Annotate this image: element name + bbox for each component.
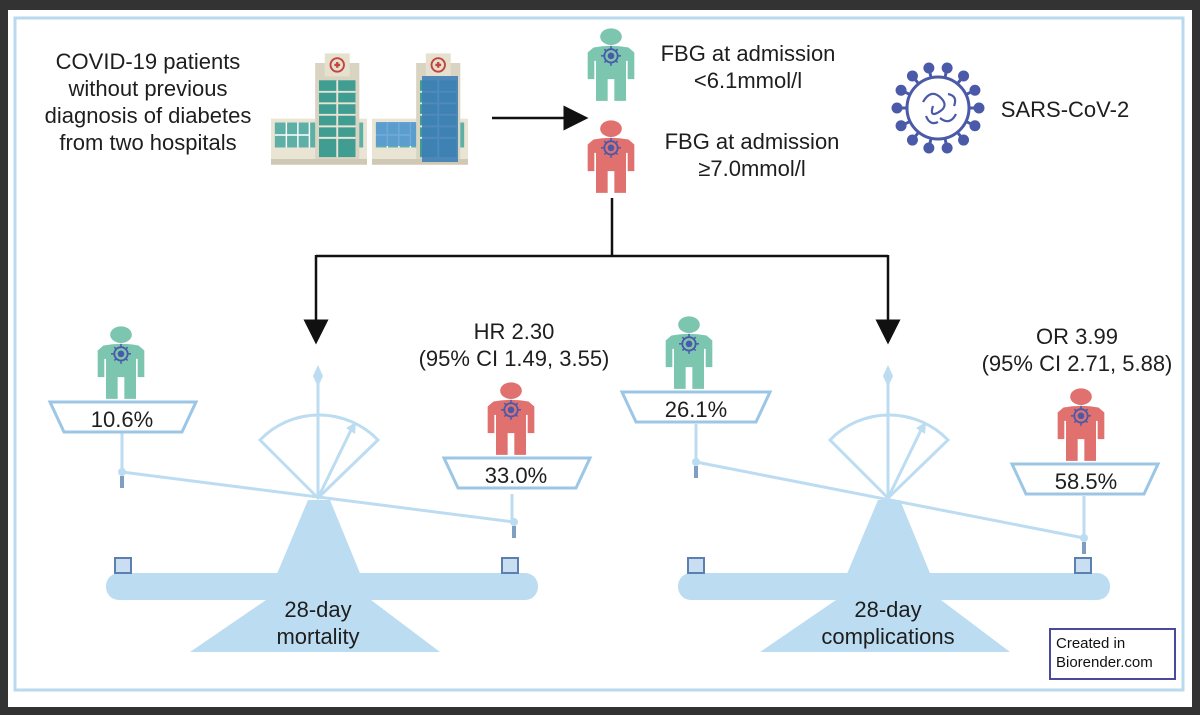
person-normal-icon (586, 27, 636, 102)
virus-icon (891, 62, 985, 154)
person-high-icon (586, 119, 636, 194)
mortality-right-percent: 33.0% (484, 463, 548, 488)
hospital-icon (271, 52, 367, 166)
complications-left-percent: 26.1% (664, 397, 728, 422)
cohort-description: COVID-19 patients without previous diagn… (44, 49, 252, 155)
branch-connector (316, 198, 888, 258)
scale-complications (619, 365, 1161, 652)
mortality-left-percent: 10.6% (90, 407, 154, 432)
outer-border (13, 16, 1185, 692)
mortality-outcome-label: 28-day mortality (276, 597, 360, 649)
virus-label: SARS-CoV-2 (1000, 97, 1130, 122)
group-high-label: FBG at admission ≥7.0mmol/l (664, 129, 840, 181)
person-normal-complications-icon (664, 315, 714, 390)
person-high-complications-icon (1056, 387, 1106, 462)
complications-right-percent: 58.5% (1054, 469, 1118, 494)
mortality-stat: HR 2.30 (95% CI 1.49, 3.55) (418, 319, 610, 371)
biorender-watermark: Created in Biorender.com (1049, 628, 1176, 680)
diagram-canvas (13, 16, 1185, 692)
scale-mortality (47, 365, 593, 652)
complications-outcome-label: 28-day complications (821, 597, 955, 649)
hospital-icon-2 (372, 52, 468, 166)
person-high-mortality-icon (486, 381, 536, 456)
complications-stat: OR 3.99 (95% CI 2.71, 5.88) (981, 324, 1173, 376)
infographic-frame: COVID-19 patients without previous diagn… (8, 10, 1192, 707)
group-normal-label: FBG at admission <6.1mmol/l (660, 41, 836, 93)
person-normal-mortality-icon (96, 325, 146, 400)
